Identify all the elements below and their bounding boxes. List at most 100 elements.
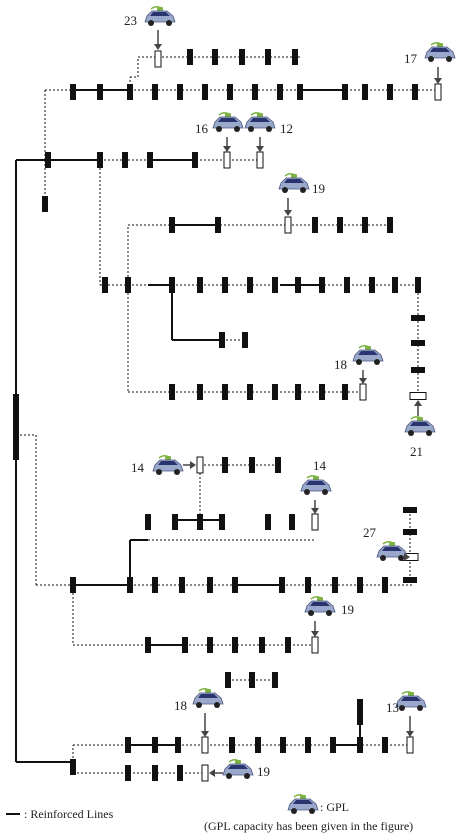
gpl-car-window-icon: [284, 179, 304, 183]
bus-node-98: [392, 277, 398, 293]
bus-node-90: [197, 277, 203, 293]
bus-node-86: [387, 217, 393, 233]
gpl-connection-box-165: [359, 383, 367, 401]
bus-node-111: [411, 340, 425, 346]
bus-node-55: [13, 394, 19, 460]
gpl-car-icon-21: [404, 415, 436, 436]
gpl-connection-box-170: [311, 636, 319, 654]
gpl-arrow-head-176: [223, 146, 231, 152]
bus-node-104: [222, 384, 228, 400]
gpl-connection-box-172: [406, 736, 414, 754]
bus-node-143: [249, 672, 255, 688]
bus-node-159: [177, 765, 183, 781]
bus-node-153: [330, 737, 336, 753]
bus-node-149: [229, 737, 235, 753]
bus-node-67: [297, 84, 303, 100]
gpl-car-wheel-icon: [196, 702, 202, 708]
gpl-car-window-icon: [198, 694, 218, 698]
gpl-connection-box-166: [409, 392, 427, 400]
bus-node-105: [247, 384, 253, 400]
bus-node-148: [175, 737, 181, 753]
gpl-connection-box-163: [256, 151, 264, 169]
bus-node-103: [197, 384, 203, 400]
gpl-car-wheel-icon: [308, 610, 314, 616]
gpl-arrow-head-182: [311, 508, 319, 514]
bus-node-116: [145, 514, 151, 530]
gpl-car-wheel-icon: [326, 610, 332, 616]
gpl-connection-box-160: [154, 50, 162, 68]
bus-node-101: [242, 332, 248, 348]
bus-node-68: [342, 84, 348, 100]
gpl-car-icon-18b: [192, 687, 224, 708]
bus-node-100: [219, 332, 225, 348]
gpl-car-window-icon: [382, 547, 402, 551]
bus-node-71: [412, 84, 418, 100]
bus-node-59: [97, 84, 103, 100]
gpl-car-icon-18a: [352, 344, 384, 365]
bus-node-118: [197, 514, 203, 530]
gpl-car-wheel-icon: [374, 359, 380, 365]
bus-node-131: [357, 577, 363, 593]
bus-node-106: [272, 384, 278, 400]
bus-node-60: [127, 84, 133, 100]
gpl-car-wheel-icon: [244, 773, 250, 779]
bus-node-157: [125, 765, 131, 781]
bus-node-146: [125, 737, 131, 753]
bus-node-95: [319, 277, 325, 293]
gpl-car-wheel-icon: [174, 469, 180, 475]
gpl-plug-icon: [417, 417, 423, 421]
bus-node-72: [187, 49, 193, 65]
bus-node-65: [252, 84, 258, 100]
gpl-arrow-head-178: [284, 210, 292, 216]
gpl-car-wheel-icon: [428, 56, 434, 62]
gpl-car-icon-undefined: [152, 454, 184, 475]
bus-node-69: [362, 84, 368, 100]
bus-node-83: [312, 217, 318, 233]
gpl-connection-box-171: [201, 736, 209, 754]
gpl-plug-icon: [225, 113, 231, 117]
bus-node-132: [382, 577, 388, 593]
bus-node-108: [319, 384, 325, 400]
legend: : Reinforced Lines : GPL (GPL capacity h…: [6, 800, 413, 833]
gpl-plug-icon: [408, 692, 414, 696]
gpl-car-wheel-icon: [266, 126, 272, 132]
gpl-plug-icon: [291, 174, 297, 178]
gpl-car-icon-19a: [278, 172, 310, 193]
gpl-car-wheel-icon: [156, 469, 162, 475]
gpl-arrow-head-177: [256, 146, 264, 152]
gpl-car-wheel-icon: [446, 56, 452, 62]
gpl-arrow-head-175: [434, 78, 442, 84]
gpl-car-wheel-icon: [408, 430, 414, 436]
gpl-car-icon-16: [212, 111, 244, 132]
bus-node-123: [127, 577, 133, 593]
gpl-plug-icon: [437, 43, 443, 47]
gpl-plug-icon: [300, 795, 306, 799]
bus-node-121: [289, 514, 295, 530]
bus-node-80: [192, 152, 198, 168]
gpl-19a-capacity: 19: [312, 181, 325, 196]
gpl-car-icon-12: [244, 111, 276, 132]
bus-node-112: [411, 367, 425, 373]
gpl-car-window-icon: [306, 481, 326, 485]
gpl-connection-box-161: [434, 83, 442, 101]
legend-gpl-note: (GPL capacity has been given in the figu…: [204, 819, 413, 833]
gpl-car-window-icon: [293, 800, 313, 804]
bus-node-85: [362, 217, 368, 233]
gpl-car-wheel-icon: [282, 187, 288, 193]
gpl-car-icon-17: [424, 41, 456, 62]
gpl-car-wheel-icon: [216, 126, 222, 132]
bus-node-115: [275, 457, 281, 473]
gpl-18b-capacity: 18: [174, 698, 187, 713]
gpl-car-wheel-icon: [148, 20, 154, 26]
bus-node-152: [305, 737, 311, 753]
bus-node-79: [147, 152, 153, 168]
bus-node-145: [70, 759, 76, 775]
gpl-car-wheel-icon: [417, 705, 423, 711]
gpl-car-wheel-icon: [322, 489, 328, 495]
gpl-car-icon-27: [376, 540, 408, 561]
gpl-car-window-icon: [358, 351, 378, 355]
bus-node-58: [70, 84, 76, 100]
bus-node-150: [255, 737, 261, 753]
bus-node-129: [305, 577, 311, 593]
gpl-plug-icon: [157, 7, 163, 11]
